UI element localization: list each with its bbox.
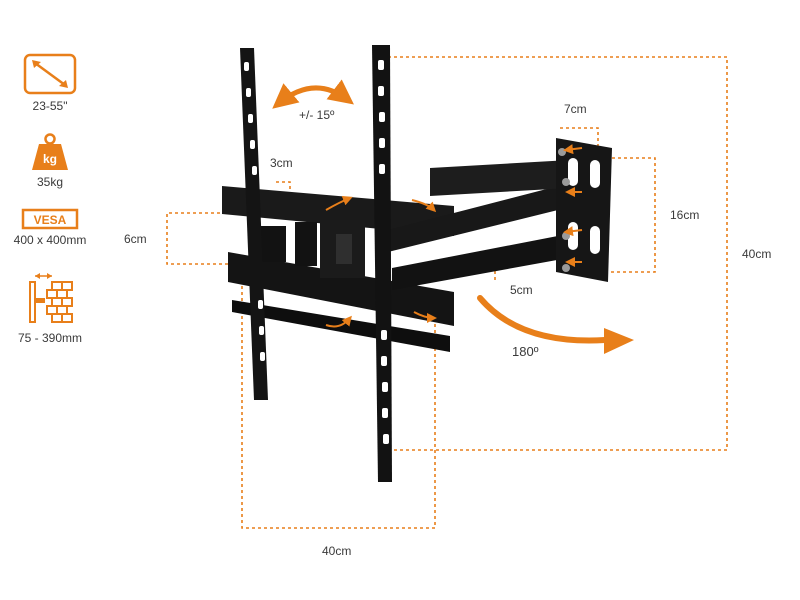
- dim-guide-plate-width: [560, 127, 599, 148]
- rotation-arrowhead: [604, 328, 634, 354]
- vesa-icon: VESA: [21, 208, 79, 230]
- spec-wall-distance-label: 75 - 390mm: [17, 331, 83, 345]
- dim-guide-bracket-height: [166, 212, 250, 265]
- spec-screen-size: 23-55": [10, 52, 90, 113]
- dim-guide-total-width: [241, 268, 436, 529]
- spec-weight-label: 35kg: [36, 175, 64, 189]
- bottom-rail: [228, 252, 454, 326]
- dim-guide-total-height: [388, 56, 728, 451]
- vesa-icon-text: VESA: [34, 213, 67, 227]
- spec-wall-distance: 75 - 390mm: [10, 268, 90, 345]
- bracket-height-label: 6cm: [124, 232, 147, 246]
- right-vertical-arm: [372, 45, 392, 482]
- tilt-arrow: [272, 79, 354, 109]
- wall-distance-icon: [29, 273, 73, 323]
- spec-weight: kg 35kg: [10, 132, 90, 189]
- rotation-label: 180º: [512, 344, 539, 359]
- plate-height-label: 16cm: [670, 208, 700, 222]
- weight-icon-text: kg: [43, 152, 57, 166]
- spec-screen-size-label: 23-55": [32, 99, 68, 113]
- weight-icon: kg: [32, 133, 68, 170]
- plate-width-label: 7cm: [564, 102, 587, 116]
- dim-guide-arm-gap: [448, 257, 496, 282]
- tilt-label: +/- 15º: [299, 108, 335, 122]
- bracket-gap-label: 3cm: [270, 156, 293, 170]
- wall-plate: [556, 138, 612, 282]
- spec-vesa: VESA 400 x 400mm: [10, 208, 90, 247]
- tv-bracket: [222, 45, 612, 482]
- dimension-guides: [166, 56, 728, 529]
- left-vertical-arm: [240, 48, 268, 400]
- arm-link: [430, 160, 570, 196]
- rotation-arrow: [477, 295, 608, 344]
- total-width-label: 40cm: [322, 544, 352, 558]
- total-height-label: 40cm: [742, 247, 772, 261]
- dim-guide-bracket-gap: [276, 181, 291, 213]
- lower-arm: [392, 234, 568, 290]
- swivel-arrows: [325, 144, 583, 328]
- spec-vesa-label: 400 x 400mm: [13, 233, 87, 247]
- arm-gap-label: 5cm: [510, 283, 533, 297]
- upper-arm: [388, 184, 566, 252]
- screen-diagonal-icon: [23, 53, 77, 95]
- top-rail: [222, 186, 454, 236]
